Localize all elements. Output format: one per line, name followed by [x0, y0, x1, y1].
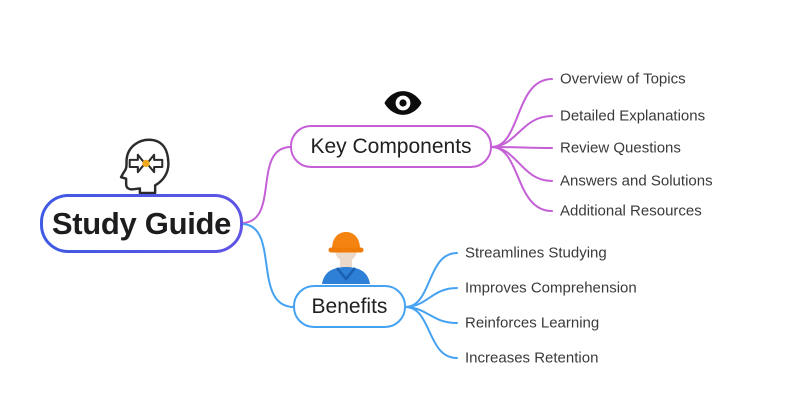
node-benefits[interactable]: Benefits	[293, 285, 406, 328]
leaf-increases-retention[interactable]: Increases Retention	[465, 349, 599, 367]
leaf-answers-and-solutions[interactable]: Answers and Solutions	[560, 172, 713, 190]
leaf-additional-resources[interactable]: Additional Resources	[560, 202, 702, 220]
node-benefits-label: Benefits	[311, 294, 388, 318]
link-key-leaf-1	[491, 115, 553, 148]
node-key-components-label: Key Components	[310, 134, 472, 158]
link-key-leaf-4	[491, 146, 553, 212]
link-key-leaf-2	[491, 146, 553, 149]
link-benefits-leaf-3	[405, 306, 458, 359]
node-study-guide-label: Study Guide	[51, 205, 232, 241]
leaf-reinforces-learning[interactable]: Reinforces Learning	[465, 314, 600, 332]
leaf-overview-of-topics[interactable]: Overview of Topics	[560, 70, 686, 88]
leaf-review-questions[interactable]: Review Questions	[560, 139, 681, 157]
node-key-components[interactable]: Key Components	[290, 125, 492, 168]
node-study-guide[interactable]: Study Guide	[40, 194, 243, 253]
link-key-leaf-0	[491, 78, 553, 148]
leaf-improves-comprehension[interactable]: Improves Comprehension	[465, 279, 637, 297]
link-benefits-leaf-1	[405, 287, 458, 308]
leaf-streamlines-studying[interactable]: Streamlines Studying	[465, 244, 607, 262]
link-key-leaf-3	[491, 146, 553, 182]
link-benefits-leaf-0	[405, 252, 458, 308]
link-root-key-components	[242, 146, 292, 224]
link-root-benefits	[242, 223, 295, 308]
leaf-detailed-explanations[interactable]: Detailed Explanations	[560, 107, 706, 125]
